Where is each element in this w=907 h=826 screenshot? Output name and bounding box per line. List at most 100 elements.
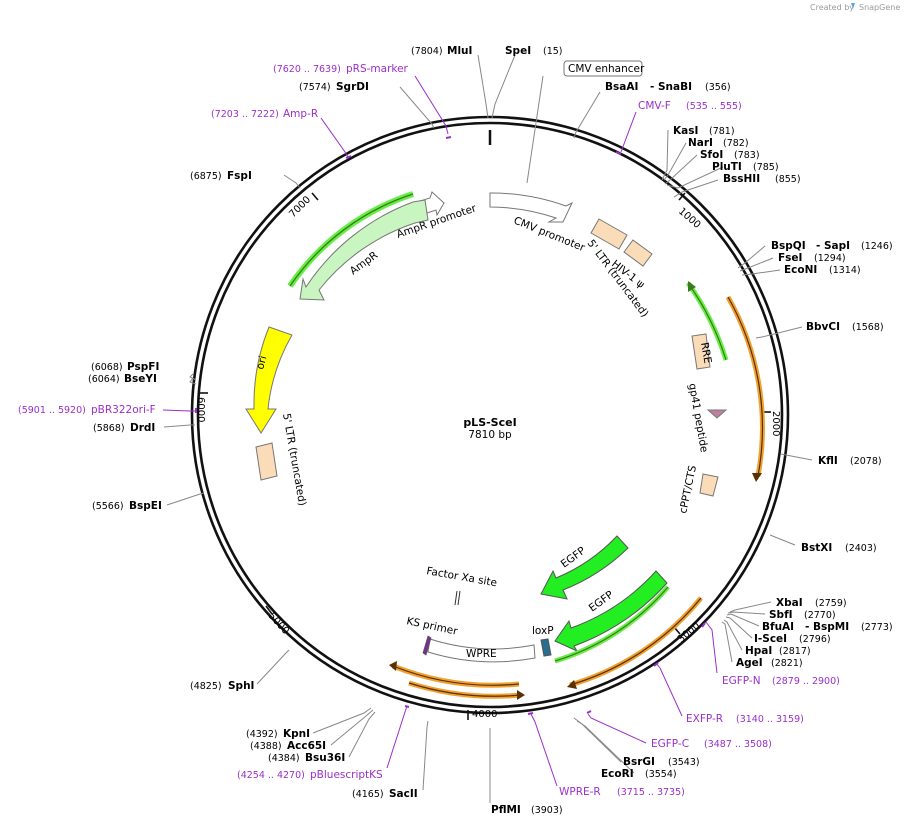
site-bseyi[interactable]: (6064)BseYI (88, 373, 157, 385)
primer-egfp-c[interactable]: EGFP-C(3487 .. 3508) (651, 738, 772, 750)
gp41-feature[interactable]: gp41 peptide (686, 382, 728, 453)
site-xbai[interactable]: XbaI(2759) (776, 597, 847, 609)
site-spei[interactable]: SpeI(15) (505, 45, 563, 57)
primer-wpre-r[interactable]: WPRE-R(3715 .. 3735) (559, 786, 685, 798)
svg-text:2000: 2000 (770, 411, 781, 436)
svg-text:(4254 .. 4270): (4254 .. 4270) (237, 770, 305, 781)
svg-text:BseYI: BseYI (124, 373, 157, 385)
site-pflmi[interactable]: PflMI(3903) (491, 804, 563, 816)
site-sfoi[interactable]: SfoI(783) (700, 149, 760, 161)
site-bspqi[interactable]: BspQI-SapI(1246) (771, 240, 893, 252)
cppt-feature[interactable]: cPPT/CTS (677, 464, 719, 515)
site-drdi[interactable]: (5868)DrdI (93, 422, 155, 434)
svg-text:(535 .. 555): (535 .. 555) (686, 101, 742, 112)
svg-text:SpeI: SpeI (505, 45, 531, 57)
svg-text:Amp-R: Amp-R (283, 108, 318, 120)
site-kpni[interactable]: (4392)KpnI (246, 728, 310, 740)
tick-7000: 7000 (287, 192, 319, 220)
svg-text:-: - (816, 240, 820, 252)
svg-text:(3487 .. 3508): (3487 .. 3508) (704, 739, 772, 750)
site-agei[interactable]: AgeI(2821) (736, 657, 803, 669)
svg-text:(2817): (2817) (779, 646, 811, 657)
site-bstxi[interactable]: BstXI (2403) (801, 542, 877, 554)
site-bbvci[interactable]: BbvCI(1568) (806, 321, 884, 333)
site-sbfi[interactable]: SbfI(2770) (769, 609, 836, 621)
svg-text:(6068): (6068) (91, 362, 123, 373)
svg-text:Bsu36I: Bsu36I (305, 752, 345, 764)
tick-5000: 5000 (265, 605, 291, 637)
snapgene-logo-icon (851, 3, 855, 9)
site-mlui[interactable]: (7804)MluI (411, 45, 472, 57)
svg-text:(3543): (3543) (668, 757, 700, 768)
ori-feature[interactable]: ori (245, 326, 293, 434)
factor-xa-feature[interactable]: Factor Xa site (425, 565, 498, 606)
loxp-feature[interactable]: loxP (532, 625, 554, 657)
svg-text:(7574): (7574) (299, 82, 331, 93)
svg-text:4000: 4000 (472, 709, 497, 720)
svg-text:SbfI: SbfI (769, 609, 793, 621)
site-bsshii[interactable]: BssHII(855) (723, 173, 801, 185)
site-pspfi[interactable]: (6068)PspFI (91, 361, 159, 373)
site-bfuai[interactable]: BfuAI-BspMI(2773) (762, 621, 893, 633)
primer-egfp-n[interactable]: EGFP-N(2879 .. 2900) (722, 675, 840, 687)
svg-text:-: - (805, 621, 809, 633)
ampr-feature[interactable]: AmpR (287, 191, 429, 301)
primer-pbluescriptks[interactable]: (4254 .. 4270)pBluescriptKS (237, 769, 383, 781)
backbone-outer (190, 115, 790, 715)
cmv-enhancer-label[interactable]: CMV enhancer (526, 60, 645, 184)
svg-text:WPRE-R: WPRE-R (559, 786, 601, 798)
svg-text:SapI: SapI (824, 240, 850, 252)
cmv-promoter-feature[interactable]: CMV promoter (489, 192, 587, 255)
svg-text:(3140 .. 3159): (3140 .. 3159) (736, 714, 804, 725)
svg-text:(7804): (7804) (411, 46, 443, 57)
egfp-feature-1[interactable]: EGFP (540, 535, 629, 600)
site-ecori[interactable]: EcoRI(3554) (601, 768, 677, 780)
brand-name: SnapGene (859, 3, 900, 12)
site-bspei[interactable]: (5566)BspEI (92, 500, 162, 512)
svg-text:(855): (855) (775, 174, 801, 185)
svg-text:PflMI: PflMI (491, 804, 521, 816)
site-kasi[interactable]: KasI(781) (673, 125, 735, 137)
site-fspi[interactable]: (6875)FspI (190, 170, 252, 182)
primer-leader-lines (162, 75, 718, 787)
site-nari[interactable]: NarI(782) (688, 137, 749, 149)
site-sgrdi[interactable]: (7574) SgrDI (299, 81, 369, 93)
svg-text:(2759): (2759) (815, 598, 847, 609)
primer-prs-marker[interactable]: (7620 .. 7639)pRS-marker (273, 63, 409, 75)
svg-text:(1568): (1568) (852, 322, 884, 333)
site-sphi[interactable]: (4825)SphI (190, 680, 254, 692)
svg-text:CMV promoter: CMV promoter (512, 215, 587, 255)
primer-exfp-r[interactable]: EXFP-R(3140 .. 3159) (686, 713, 804, 725)
svg-text:SgrDI: SgrDI (336, 81, 369, 93)
svg-text:(785): (785) (753, 162, 779, 173)
site-hpai[interactable]: HpaI (2817) (745, 645, 811, 657)
site-bsu36i[interactable]: (4384)Bsu36I (268, 752, 345, 764)
primer-pbr322ori-f[interactable]: (5901 .. 5920)pBR322ori-F (18, 404, 156, 416)
primer-amp-r[interactable]: (7203 .. 7222)Amp-R (211, 108, 318, 120)
svg-text:EGFP-N: EGFP-N (722, 675, 761, 687)
site-econi[interactable]: EcoNI(1314) (784, 264, 861, 276)
svg-text:BstXI: BstXI (801, 542, 832, 554)
site-bsaai[interactable]: BsaAI-SnaBI(356) (605, 81, 731, 93)
site-i-scei[interactable]: I-SceI(2796) (754, 633, 831, 645)
site-bsrgi[interactable]: BsrGI(3543) (623, 756, 700, 768)
svg-text:BspEI: BspEI (129, 500, 162, 512)
site-fsei[interactable]: FseI(1294) (778, 252, 846, 264)
svg-text:(4165): (4165) (352, 789, 384, 800)
wpre-feature[interactable]: WPRE (427, 638, 536, 663)
site-sacii[interactable]: (4165)SacII (352, 788, 418, 800)
site-acc65i[interactable]: (4388)Acc65I (250, 740, 326, 752)
svg-text:HpaI: HpaI (745, 645, 772, 657)
svg-text:Factor Xa site: Factor Xa site (425, 565, 497, 589)
site-pluti[interactable]: PluTI (785) (712, 161, 779, 173)
svg-text:PluTI: PluTI (712, 161, 742, 173)
hiv-psi-feature[interactable]: HIV-1 ψ 5' LTR (truncated) (585, 218, 653, 320)
rre-feature[interactable]: RRE (685, 281, 729, 370)
svg-text:FspI: FspI (227, 170, 252, 182)
svg-text:EcoNI: EcoNI (784, 264, 817, 276)
site-kfli[interactable]: KflI(2078) (818, 455, 882, 467)
plasmid-size: 7810 bp (468, 429, 512, 441)
svg-text:(2403): (2403) (845, 543, 877, 554)
svg-text:NarI: NarI (688, 137, 713, 149)
primer-cmv-f[interactable]: CMV-F(535 .. 555) (638, 100, 742, 112)
